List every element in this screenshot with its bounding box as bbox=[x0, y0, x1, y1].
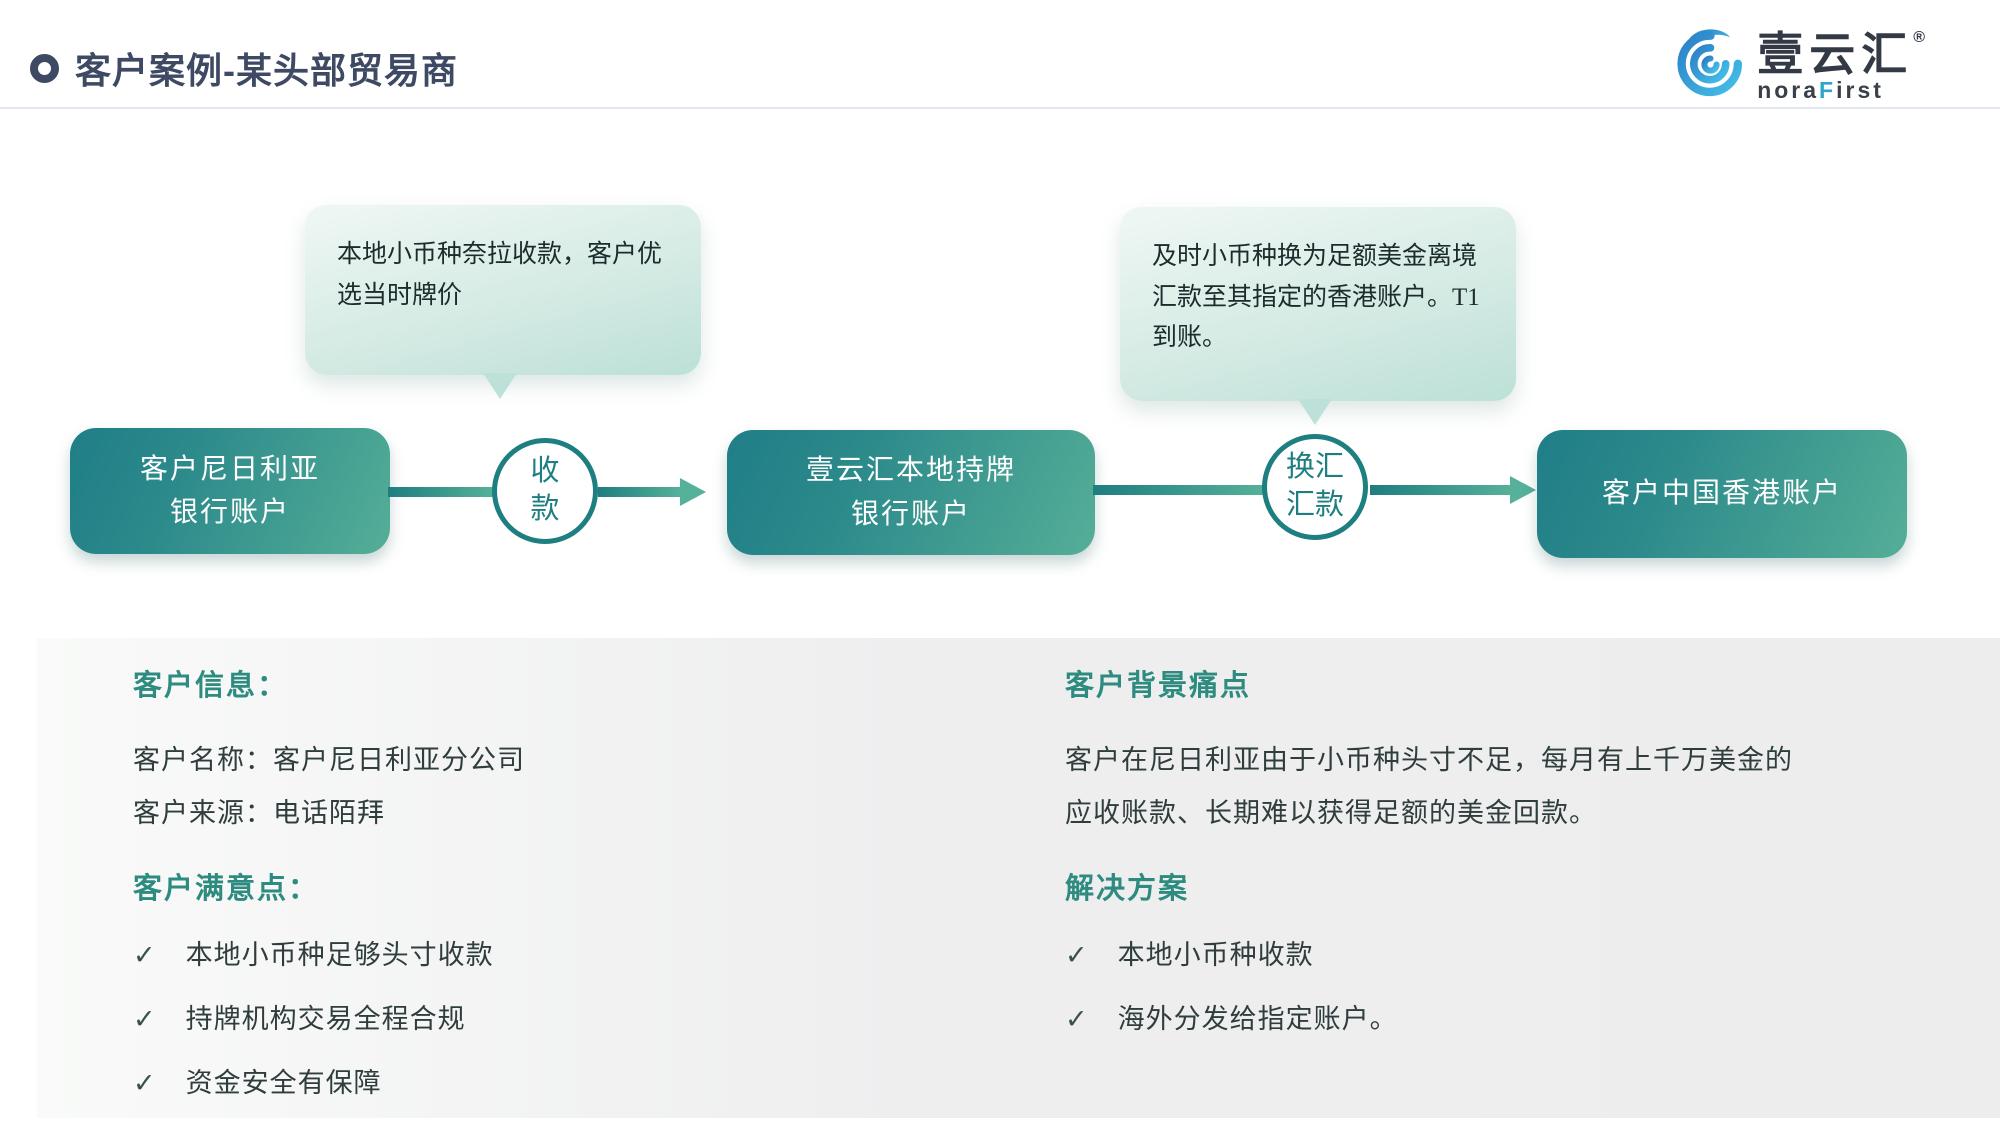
satisfaction-list: ✓ 本地小币种足够头寸收款 ✓ 持牌机构交易全程合规 ✓ 资金安全有保障 bbox=[133, 933, 953, 1100]
connector-line-2 bbox=[598, 487, 680, 497]
satisfaction-item-1: 本地小币种足够头寸收款 bbox=[185, 940, 494, 971]
customer-source-line: 客户来源：电话陌拜 bbox=[133, 797, 385, 828]
list-item: ✓ 本地小币种足够头寸收款 bbox=[133, 933, 953, 972]
flow-node-hongkong-line1: 客户中国香港账户 bbox=[1601, 478, 1842, 510]
solution-item-1: 本地小币种收款 bbox=[1117, 940, 1314, 971]
flow-node-nigeria-line1: 客户尼日利亚 bbox=[139, 453, 320, 485]
title-bullet-icon bbox=[30, 53, 59, 83]
brand-sub-prefix: nora bbox=[1757, 77, 1820, 103]
brand-logo: 壹云汇® noraFirst bbox=[1671, 22, 1925, 102]
pain-point-line-1: 客户在尼日利亚由于小币种头寸不足，每月有上千万美金的 bbox=[1065, 745, 1793, 775]
background-column: 客户背景痛点 客户在尼日利亚由于小币种头寸不足，每月有上千万美金的 应收账款、长… bbox=[1065, 662, 1945, 1061]
details-panel: 客户信息： 客户名称：客户尼日利亚分公司 客户来源：电话陌拜 客户满意点： ✓ … bbox=[37, 638, 2000, 1118]
callout-bubble-exchange-tail bbox=[1298, 399, 1332, 425]
brand-name: 壹云汇® bbox=[1757, 28, 1925, 80]
flow-step-exchange-circle: 换汇 汇款 bbox=[1262, 434, 1368, 540]
flow-node-licensed-line1: 壹云汇本地持牌 bbox=[805, 455, 1016, 487]
page-title: 客户案例-某头部贸易商 bbox=[75, 50, 458, 91]
list-item: ✓ 持牌机构交易全程合规 bbox=[133, 997, 953, 1036]
connector-line-1 bbox=[388, 487, 494, 497]
flow-step-collection-line2: 款 bbox=[530, 493, 560, 525]
title-wrap: 客户案例-某头部贸易商 bbox=[30, 42, 458, 94]
flow-step-exchange-line1: 换汇 bbox=[1285, 451, 1344, 484]
registered-mark: ® bbox=[1913, 29, 1925, 46]
brand-text: 壹云汇® noraFirst bbox=[1757, 22, 1925, 102]
satisfaction-item-2: 持牌机构交易全程合规 bbox=[185, 1004, 466, 1035]
solution-item-2: 海外分发给指定账户。 bbox=[1117, 1004, 1398, 1035]
check-icon: ✓ bbox=[1065, 1004, 1088, 1036]
connector-line-4 bbox=[1370, 485, 1510, 495]
brand-subname: noraFirst bbox=[1757, 79, 1925, 102]
flow-step-exchange-line2: 汇款 bbox=[1285, 489, 1344, 521]
brand-name-text: 壹云汇 bbox=[1757, 28, 1914, 80]
pain-point-paragraph: 客户在尼日利亚由于小币种头寸不足，每月有上千万美金的 应收账款、长期难以获得足额… bbox=[1065, 734, 1945, 839]
satisfaction-item-3: 资金安全有保障 bbox=[185, 1068, 382, 1099]
brand-sub-f: F bbox=[1819, 77, 1837, 103]
list-item: ✓ 资金安全有保障 bbox=[133, 1061, 953, 1100]
callout-bubble-exchange: 及时小币种换为足额美金离境汇款至其指定的香港账户。T1到账。 bbox=[1120, 207, 1516, 401]
callout-bubble-collection-tail bbox=[483, 373, 517, 399]
customer-name-line: 客户名称：客户尼日利亚分公司 bbox=[133, 745, 525, 775]
check-icon: ✓ bbox=[133, 1004, 156, 1036]
callout-bubble-exchange-text: 及时小币种换为足额美金离境汇款至其指定的香港账户。T1到账。 bbox=[1152, 243, 1480, 351]
solution-heading: 解决方案 bbox=[1065, 873, 1190, 906]
callout-bubble-collection-text: 本地小币种奈拉收款，客户优选当时牌价 bbox=[337, 241, 663, 309]
pain-point-line-2: 应收账款、长期难以获得足额的美金回款。 bbox=[1065, 797, 1597, 828]
check-icon: ✓ bbox=[133, 940, 156, 972]
flow-node-nigeria-account: 客户尼日利亚 银行账户 bbox=[70, 428, 390, 554]
pain-point-heading: 客户背景痛点 bbox=[1065, 670, 1252, 702]
list-item: ✓ 本地小币种收款 bbox=[1065, 933, 1945, 972]
flow-step-collection-line1: 收 bbox=[530, 455, 560, 488]
callout-bubble-collection: 本地小币种奈拉收款，客户优选当时牌价 bbox=[305, 205, 701, 375]
check-icon: ✓ bbox=[133, 1068, 156, 1100]
check-icon: ✓ bbox=[1065, 940, 1088, 972]
brand-swirl-icon bbox=[1677, 29, 1743, 97]
solution-list: ✓ 本地小币种收款 ✓ 海外分发给指定账户。 bbox=[1065, 933, 1945, 1036]
header: 客户案例-某头部贸易商 壹云汇® noraFirst bbox=[0, 0, 2000, 109]
customer-info-column: 客户信息： 客户名称：客户尼日利亚分公司 客户来源：电话陌拜 客户满意点： ✓ … bbox=[133, 662, 953, 1125]
list-item: ✓ 海外分发给指定账户。 bbox=[1065, 997, 1945, 1036]
customer-info-heading: 客户信息： bbox=[133, 670, 289, 702]
flow-diagram: 本地小币种奈拉收款，客户优选当时牌价 及时小币种换为足额美金离境汇款至其指定的香… bbox=[70, 205, 1907, 558]
flow-step-collection-circle: 收 款 bbox=[492, 438, 598, 544]
flow-node-licensed-account: 壹云汇本地持牌 银行账户 bbox=[727, 430, 1095, 555]
brand-sub-rest: irst bbox=[1836, 77, 1884, 103]
connector-line-3 bbox=[1093, 485, 1264, 495]
satisfaction-heading: 客户满意点： bbox=[133, 873, 320, 906]
customer-info-block: 客户名称：客户尼日利亚分公司 客户来源：电话陌拜 bbox=[133, 734, 953, 839]
arrowhead-icon-1 bbox=[680, 478, 706, 506]
flow-node-nigeria-line2: 银行账户 bbox=[169, 497, 290, 528]
flow-node-licensed-line2: 银行账户 bbox=[850, 498, 971, 530]
flow-node-hongkong-account: 客户中国香港账户 bbox=[1537, 430, 1907, 558]
arrowhead-icon-2 bbox=[1510, 476, 1536, 504]
